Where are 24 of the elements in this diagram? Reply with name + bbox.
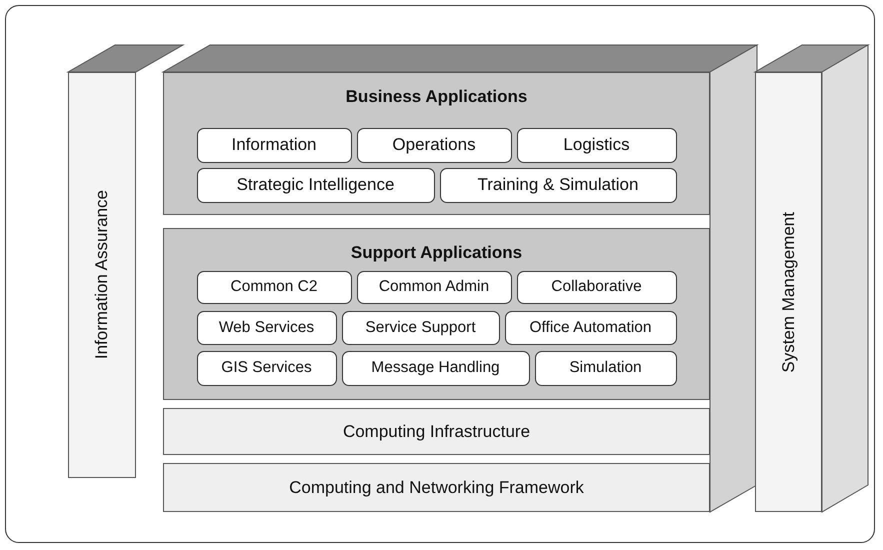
side-pillar	[68, 72, 136, 478]
component-box: Web Services	[196, 310, 336, 344]
component-box: GIS Services	[196, 350, 336, 386]
side-pillar	[755, 72, 822, 512]
pillar-label: System Management	[778, 212, 798, 372]
component-box: Collaborative	[516, 270, 676, 304]
layer-bar: Computing and Networking Framework	[163, 463, 710, 512]
layer-panel	[163, 228, 710, 400]
component-box: Logistics	[516, 128, 676, 162]
component-box: Operations	[356, 128, 512, 162]
panel-title: Business Applications	[346, 87, 528, 107]
component-box: Message Handling	[342, 350, 530, 386]
component-box: Common Admin	[356, 270, 512, 304]
component-box: Common C2	[196, 270, 352, 304]
panel-title: Support Applications	[350, 243, 522, 263]
layer-panel	[163, 72, 710, 215]
component-box: Information	[196, 128, 352, 162]
layer-bar: Computing Infrastructure	[163, 408, 710, 455]
component-box: Office Automation	[504, 310, 676, 344]
component-box: Simulation	[534, 350, 676, 386]
component-box: Strategic Intelligence	[196, 168, 434, 202]
pillar-label: Information Assurance	[92, 190, 112, 360]
component-box: Service Support	[342, 310, 500, 344]
component-box: Training & Simulation	[440, 168, 676, 202]
